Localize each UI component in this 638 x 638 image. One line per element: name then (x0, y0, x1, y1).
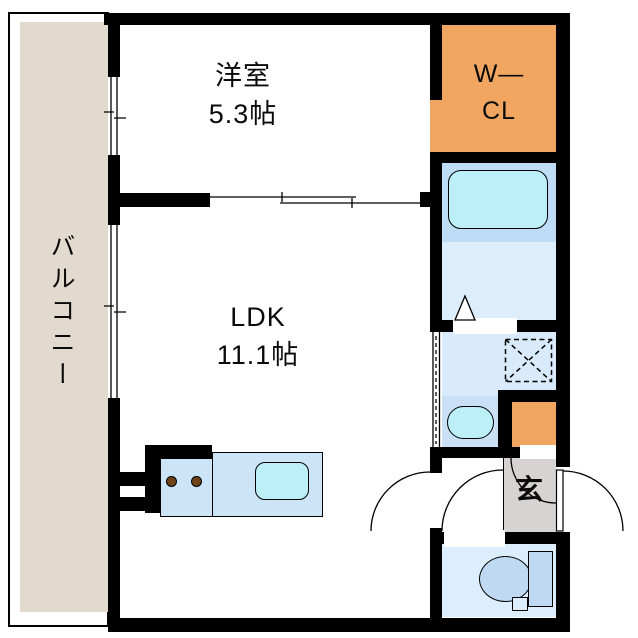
window-bedroom-opening (108, 77, 120, 155)
entrance-label: 玄 (514, 474, 544, 505)
window-ldk-opening (108, 225, 120, 398)
wall-left-2 (108, 155, 120, 225)
wall-bedroom-ldk-nub (420, 192, 430, 207)
laundry-room-floor (442, 332, 556, 396)
wcl-label: W― CL (442, 56, 556, 130)
wall-core-v1 (430, 13, 442, 100)
wall-bedroom-ldk (120, 193, 210, 207)
wall-core-v2 (430, 152, 442, 332)
kitchen-stove-counter (160, 458, 213, 517)
toilet-control-box (512, 597, 528, 611)
wall-left-3 (108, 398, 120, 632)
bedroom-name: 洋室 (215, 61, 271, 91)
wall-cabinet-left (498, 390, 512, 447)
sliding-door-band (210, 193, 420, 207)
storage-cabinet (512, 402, 556, 447)
wall-cabinet-top (498, 390, 556, 402)
wall-bottom (108, 618, 570, 632)
balcony-label: バルコニー (47, 233, 75, 393)
stove-burner-icon (191, 476, 202, 487)
walk-in-closet-floor (442, 22, 556, 152)
wall-core-v4 (430, 528, 442, 618)
toilet-tank (528, 551, 553, 607)
wall-below-wcl (430, 152, 556, 163)
wcl-line1: W― (473, 60, 525, 88)
bathroom-door-opening (453, 318, 517, 334)
accordion-door-band (430, 332, 442, 447)
wall-left-1 (108, 13, 120, 77)
bedroom-label: 洋室 5.3帖 (153, 57, 333, 133)
wall-top (104, 13, 570, 25)
balcony-floor (20, 22, 109, 612)
entrance-inner-door-opening (520, 445, 556, 459)
bedroom-size: 5.3帖 (208, 99, 278, 129)
bathroom-floor-lower (442, 242, 556, 320)
front-door-leaf (555, 469, 564, 532)
wall-right-1 (556, 13, 570, 467)
toilet-bowl (479, 556, 532, 602)
toilet-door-opening (444, 530, 505, 547)
ldk-size: 11.1帖 (216, 340, 300, 370)
ldk-name: LDK (230, 302, 286, 332)
wall-right-2 (556, 533, 570, 632)
ldk-label: LDK 11.1帖 (168, 298, 348, 374)
stove-burner-icon (166, 476, 177, 487)
kitchen-wall-stub1 (108, 472, 160, 486)
kitchen-wall-stub2 (108, 497, 160, 511)
wcl-line2: CL (482, 97, 516, 125)
bathtub (448, 170, 548, 229)
kitchen-sink (255, 462, 309, 500)
wash-basin (447, 406, 494, 439)
wall-entrance-top (430, 447, 556, 458)
walk-in-closet-doorway (430, 100, 442, 152)
kitchen-wall-top (145, 445, 212, 458)
